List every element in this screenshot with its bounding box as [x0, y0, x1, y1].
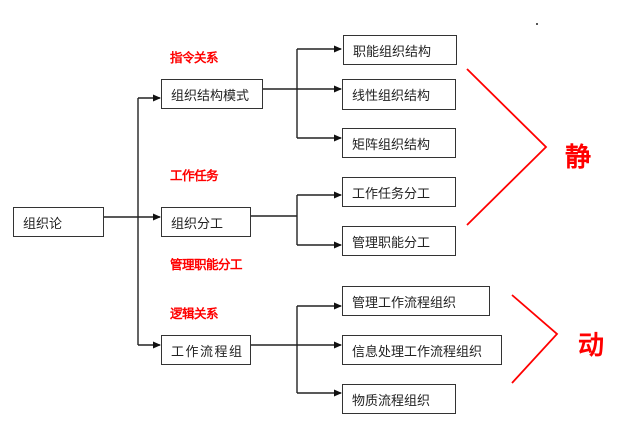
node-structure-mode[interactable]: 组织结构模式: [161, 79, 263, 109]
node-label: 矩阵组织结构: [352, 137, 431, 153]
annotation-command-relation: 指令关系: [170, 50, 219, 65]
node-label: 管理职能分工: [352, 235, 431, 251]
node-label: 管理工作流程组织: [352, 295, 457, 311]
group-label-dynamic: 动: [578, 331, 605, 361]
node-label: 工作流程组: [171, 344, 244, 360]
node-label: 组织结构模式: [171, 88, 250, 104]
node-label: 组织论: [23, 216, 63, 232]
node-label: 信息处理工作流程组织: [352, 344, 483, 360]
annotation-work-task: 工作任务: [170, 168, 219, 183]
node-label: 职能组织结构: [353, 44, 432, 60]
node-label: 工作任务分工: [352, 186, 431, 202]
node-workflow[interactable]: 工作流程组: [161, 335, 251, 365]
node-matrix-structure[interactable]: 矩阵组织结构: [342, 128, 456, 158]
stray-mark: [536, 23, 538, 25]
group-label-static: 静: [565, 143, 592, 173]
node-material-workflow[interactable]: 物质流程组织: [342, 384, 456, 414]
node-linear-structure[interactable]: 线性组织结构: [342, 79, 456, 110]
node-label: 物质流程组织: [352, 393, 431, 409]
node-functional-structure[interactable]: 职能组织结构: [343, 35, 457, 65]
node-info-workflow[interactable]: 信息处理工作流程组织: [342, 335, 502, 365]
dynamic-bracket: [511, 294, 559, 384]
node-mgmt-function-division[interactable]: 管理职能分工: [342, 226, 456, 256]
node-label: 线性组织结构: [352, 89, 431, 104]
node-division[interactable]: 组织分工: [161, 207, 251, 237]
node-root[interactable]: 组织论: [13, 207, 104, 237]
node-task-division[interactable]: 工作任务分工: [342, 177, 456, 207]
annotation-mgmt-function-division: 管理职能分工: [170, 257, 243, 272]
static-bracket: [466, 68, 548, 226]
node-label: 组织分工: [171, 216, 224, 232]
node-mgmt-workflow[interactable]: 管理工作流程组织: [342, 286, 490, 316]
annotation-logic-relation: 逻辑关系: [170, 306, 219, 321]
